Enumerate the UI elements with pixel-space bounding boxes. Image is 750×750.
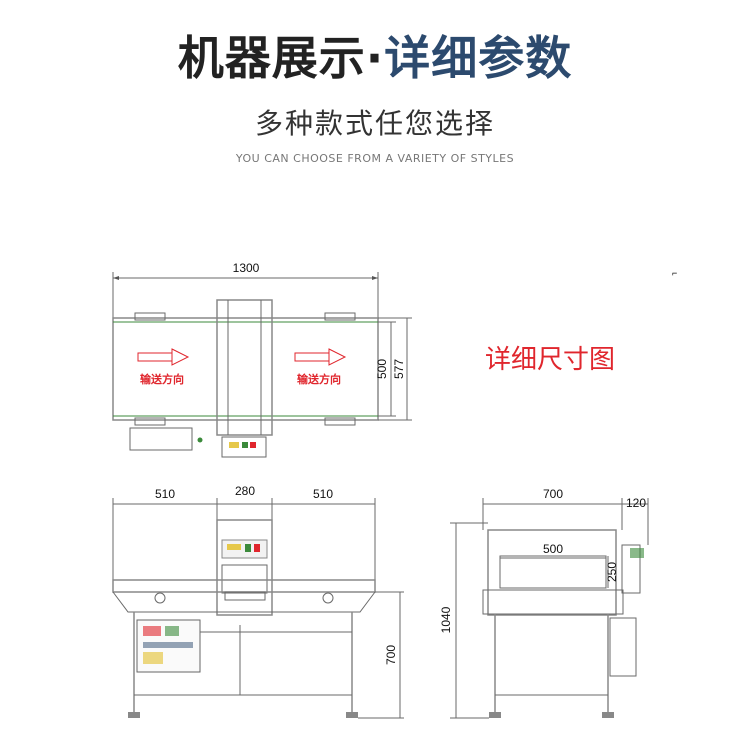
- foot: [128, 712, 140, 718]
- detector-head-front: [216, 519, 273, 616]
- cabinet-component: [143, 626, 161, 636]
- cabinet-component: [143, 652, 163, 664]
- panel-button: [250, 442, 256, 448]
- conveyor-side-frame: [482, 589, 624, 615]
- direction-arrow-right: [294, 348, 347, 366]
- subtitle: 多种款式任您选择: [254, 107, 495, 140]
- direction-arrow-left: [137, 348, 190, 366]
- panel-display: [227, 544, 241, 550]
- dim-left-conveyor: 510: [155, 487, 175, 501]
- roller: [322, 592, 334, 604]
- dim-belt-height: 700: [384, 645, 398, 665]
- dim-belt-width: 500: [375, 359, 389, 379]
- subtitle-english: YOU CAN CHOOSE FROM A VARIETY OF STYLES: [235, 152, 515, 165]
- side-bracket: [324, 312, 356, 321]
- page-title: 机器展示·详细参数: [0, 22, 750, 88]
- control-panel-top: [221, 436, 267, 458]
- side-indicator: [630, 548, 644, 558]
- title-main: 机器展示·: [177, 31, 385, 85]
- aperture-side: [499, 555, 607, 589]
- detector-head-top: [216, 299, 273, 436]
- dim-overall-length: 1300: [233, 261, 260, 275]
- detector-base: [224, 591, 266, 601]
- title-accent: 详细参数: [384, 31, 573, 85]
- conveyor-belt-front: [112, 579, 376, 593]
- motor-housing: [129, 427, 193, 451]
- panel-display: [229, 442, 239, 448]
- panel-button: [245, 544, 251, 552]
- conveyor-top-frame: [112, 317, 379, 421]
- side-control-box: [621, 544, 641, 594]
- panel-button: [254, 544, 260, 552]
- arrow-head: [113, 276, 119, 280]
- side-view: 700 120 500 250 1040: [439, 487, 649, 719]
- arrow-head: [372, 276, 378, 280]
- dim-aperture-width: 500: [543, 542, 563, 556]
- indicator-light: [197, 437, 203, 443]
- roller: [154, 592, 166, 604]
- panel-button: [242, 442, 248, 448]
- aperture-front: [221, 564, 268, 594]
- side-bracket: [324, 417, 356, 426]
- direction-label-right: 输送方向: [297, 372, 341, 386]
- corner-mark: ⌐: [672, 268, 677, 278]
- side-cabinet: [609, 617, 637, 677]
- dim-aperture-height: 250: [605, 562, 619, 582]
- side-bracket: [134, 417, 166, 426]
- detail-dimension-annotation: 详细尺寸图: [485, 345, 615, 375]
- dim-overall-width: 577: [392, 359, 406, 379]
- side-bracket: [134, 312, 166, 321]
- detector-housing-side: [487, 529, 617, 616]
- foot: [346, 712, 358, 718]
- direction-label-left: 输送方向: [140, 372, 184, 386]
- conveyor-frame-lower: [112, 591, 376, 613]
- cabinet-component: [165, 626, 179, 636]
- dim-width: 700: [543, 487, 563, 501]
- top-view: 1300 输送方向 输送方向: [112, 261, 412, 458]
- front-view: 510 280 510 700: [112, 484, 404, 719]
- dim-right-conveyor: 510: [313, 487, 333, 501]
- dim-side-box: 120: [626, 496, 646, 510]
- foot: [489, 712, 501, 718]
- dim-total-height: 1040: [439, 606, 453, 633]
- foot: [602, 712, 614, 718]
- dim-detector: 280: [235, 484, 255, 498]
- cabinet-terminal: [143, 642, 193, 648]
